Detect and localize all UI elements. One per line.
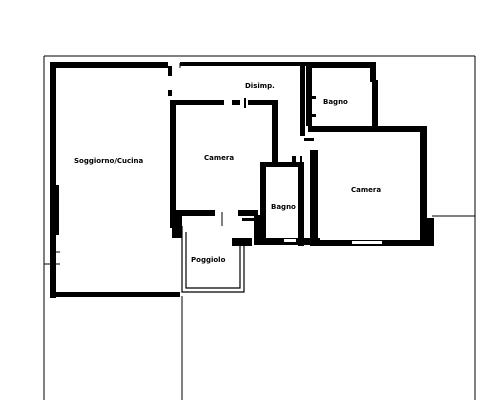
interior-walls: [170, 64, 376, 246]
door-marks: [168, 66, 316, 221]
poggiolo-outline: [181, 212, 245, 293]
room-label-camera-left: Camera: [204, 154, 234, 162]
room-label-poggiolo: Poggiolo: [191, 256, 226, 264]
room-label-bagno-top: Bagno: [323, 98, 348, 106]
room-label-camera-right: Camera: [351, 186, 381, 194]
room-label-bagno-small: Bagno: [271, 203, 296, 211]
exterior-walls: [50, 62, 434, 298]
room-label-soggiorno: Soggiorno/Cucina: [74, 157, 144, 165]
frame-lines: [43, 55, 476, 400]
room-label-disimp: Disimp.: [245, 82, 275, 90]
windows: [50, 63, 384, 253]
